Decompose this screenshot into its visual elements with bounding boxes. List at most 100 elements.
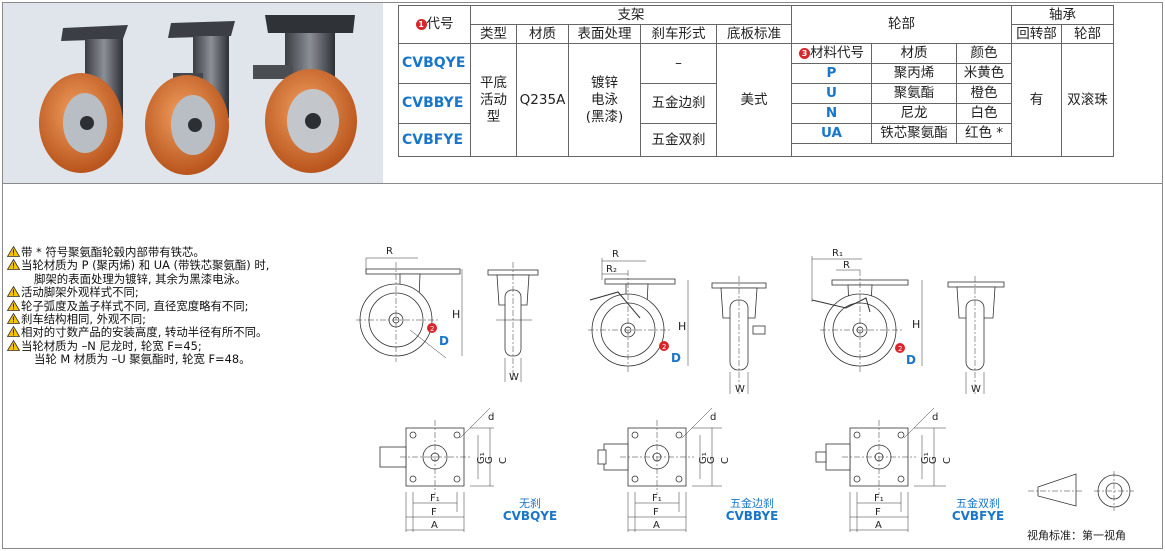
caption-2: 五金边刹 CVBBYE — [712, 497, 792, 523]
dim-G1: G₁ — [476, 452, 487, 464]
material-header: 材质 — [516, 24, 569, 44]
dim-G-2: G — [706, 456, 717, 464]
svg-text:2: 2 — [898, 345, 902, 353]
dim-C-3: C — [942, 457, 953, 464]
note-5: 刹车结构相同, 外观不同; — [7, 312, 269, 326]
code-cvbbye: CVBBYE — [398, 83, 471, 124]
note-3: 活动脚架外观样式不同; — [7, 286, 269, 299]
caster-photo-1 — [39, 25, 128, 173]
dim-d-3: d — [932, 412, 938, 423]
first-angle-projection-icon — [1028, 471, 1134, 511]
dim-R-2: R — [612, 249, 619, 260]
wheel-material-ua: 铁芯聚氨酯 — [871, 123, 957, 144]
svg-text:2: 2 — [430, 325, 434, 333]
note-1: 带 * 符号聚氨酯轮毂内部带有铁芯。 — [7, 245, 269, 259]
type-cell: 平底活动型 — [470, 43, 517, 157]
dim-G1-2: G₁ — [698, 452, 709, 464]
dim-F1-3: F₁ — [874, 493, 884, 504]
warning-icon — [7, 246, 20, 257]
swivel-cell: 有 — [1011, 43, 1062, 157]
note-4: 轮子弧度及盖子样式不同, 直径宽度略有不同; — [7, 299, 269, 313]
brake-double: 五金双刹 — [640, 123, 717, 157]
dim-F1-2: F₁ — [652, 493, 662, 504]
dim-d-2: d — [710, 412, 716, 423]
warning-icon — [7, 299, 20, 311]
type-header: 类型 — [470, 24, 517, 44]
dim-A-3: A — [875, 520, 882, 531]
caption-1: 无刹 CVBQYE — [500, 497, 560, 523]
warning-icon — [7, 259, 20, 271]
side-view-2: R R₂ H 2 D — [588, 249, 689, 374]
caption-1-code: CVBQYE — [502, 509, 558, 523]
side-view-1: R H 2 D — [356, 246, 463, 362]
top-view-1: G₁ G C d F₁ F A — [379, 407, 509, 532]
caption-3: 五金双刹 CVBFYE — [938, 497, 1018, 523]
wheel-color-ua: 红色 * — [956, 123, 1012, 144]
dim-R2: R₂ — [606, 264, 617, 275]
dim-R1: R₁ — [832, 248, 843, 259]
warning-icon — [7, 326, 20, 338]
dim-H: H — [452, 308, 460, 321]
base-cell: 美式 — [716, 43, 792, 157]
product-photo — [3, 3, 383, 183]
surface-header: 表面处理 — [568, 24, 641, 44]
wheel-color-p: 米黄色 — [956, 63, 1012, 84]
code-header-label: 代号 — [426, 16, 454, 32]
dim-G-3: G — [928, 456, 939, 464]
dim-F-3: F — [875, 507, 881, 518]
top-view-3: G₁ G C d F₁ F A — [815, 407, 953, 532]
note-2b: 脚架的表面处理为镀锌, 其余为黑漆电泳。 — [34, 271, 247, 286]
dim-F: F — [431, 507, 437, 518]
code-cvbfye: CVBFYE — [398, 123, 471, 157]
warning-icon — [7, 339, 20, 351]
dim-D-2: D — [671, 351, 681, 365]
note-7: 当轮材质为 –N 尼龙时, 轮宽 F=45; — [7, 339, 269, 353]
front-view-3: W — [947, 276, 1005, 396]
caption-3-code: CVBFYE — [951, 509, 1005, 523]
badge-1: 1 — [415, 19, 427, 30]
dim-R-3: R — [843, 260, 850, 271]
warning-icon — [7, 286, 20, 298]
wheel-bearing-cell: 双滚珠 — [1061, 43, 1114, 157]
notes-block: 带 * 符号聚氨酯轮毂内部带有铁芯。 当轮材质为 P (聚丙烯) 和 UA (带… — [7, 245, 269, 367]
dim-H-2: H — [678, 320, 686, 333]
dim-F-2: F — [653, 507, 659, 518]
dim-W-2: W — [735, 384, 745, 395]
view-standard-label: 视角标准：第一视角 — [1027, 529, 1126, 542]
front-view-1: W — [487, 262, 539, 383]
code-cvbqye: CVBQYE — [398, 43, 471, 84]
note-2: 当轮材质为 P (聚丙烯) 和 UA (带铁芯聚氨酯) 时, — [7, 259, 269, 272]
note-6: 相对的寸数产品的安装高度, 转动半径有所不同。 — [7, 326, 269, 339]
dim-W-3: W — [971, 384, 981, 395]
dim-A-2: A — [653, 520, 660, 531]
caption-1-label: 无刹 — [519, 497, 541, 510]
dim-F1: F₁ — [430, 493, 440, 504]
warning-icon — [7, 313, 20, 324]
side-view-3: R₁ R H 2 D — [811, 248, 923, 374]
front-view-2: W — [711, 276, 767, 396]
dim-D: D — [439, 334, 449, 348]
material-cell: Q235A — [516, 43, 569, 157]
dim-R: R — [386, 246, 393, 257]
top-view-2: G₁ G C d F₁ F A — [597, 407, 731, 532]
caption-3-label: 五金双刹 — [956, 497, 1000, 510]
wheel-color-n: 白色 — [956, 103, 1012, 124]
section-divider — [3, 183, 1162, 184]
dim-C-2: C — [720, 457, 731, 464]
note-7b: 当轮 M 材质为 –U 聚氨酯时, 轮宽 F=48。 — [34, 352, 251, 367]
dim-D-3: D — [906, 353, 916, 367]
svg-text:2: 2 — [662, 343, 666, 351]
badge-3: 3 — [799, 48, 810, 59]
dim-G1-3: G₁ — [920, 452, 931, 464]
dim-A: A — [431, 520, 438, 531]
dim-W: W — [509, 372, 519, 383]
dim-G: G — [484, 456, 495, 464]
caster-photo-3 — [253, 15, 357, 173]
dim-H-3: H — [912, 318, 920, 331]
caption-2-code: CVBBYE — [725, 509, 779, 523]
caster-photo-2 — [145, 21, 235, 175]
